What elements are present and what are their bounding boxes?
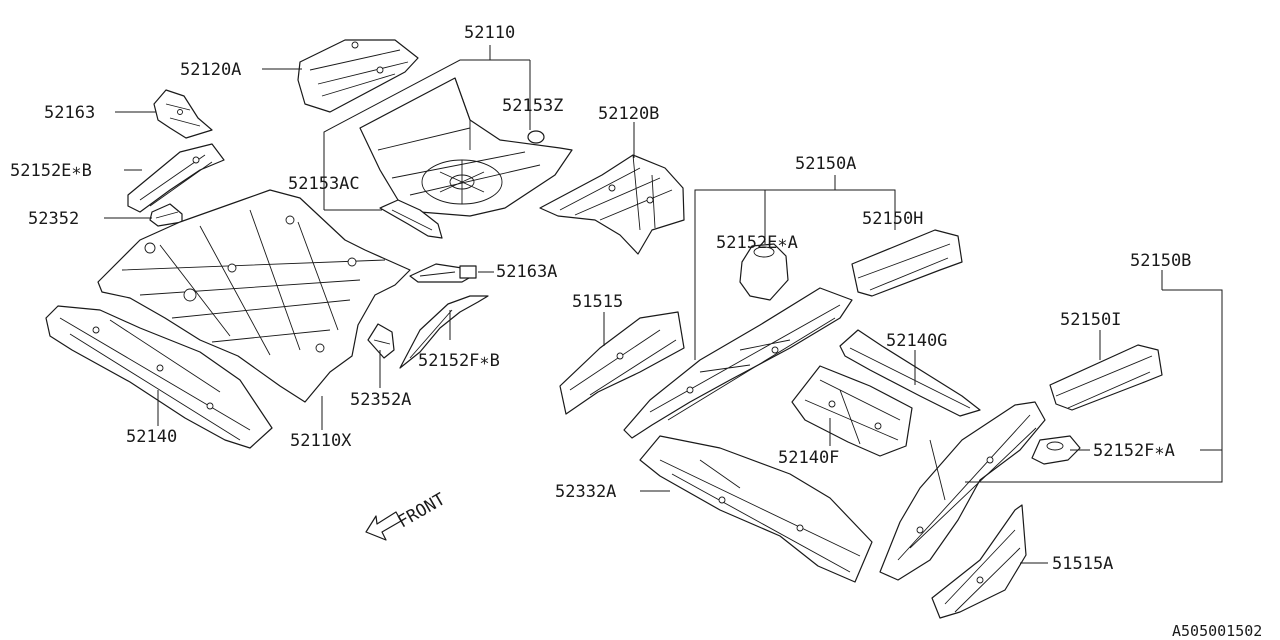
label-52332A: 52332A <box>555 482 616 502</box>
label-52150I: 52150I <box>1060 310 1121 330</box>
label-51515: 51515 <box>572 292 623 312</box>
part-52140 <box>45 305 273 449</box>
diagram-code: A505001502 <box>1172 622 1262 640</box>
part-52163 <box>153 89 213 139</box>
part-51515A <box>931 504 1027 619</box>
label-52163: 52163 <box>44 103 95 123</box>
part-52152EA <box>739 243 789 301</box>
label-52152F-A: 52152F∗A <box>1093 441 1175 461</box>
part-52120A <box>297 39 419 113</box>
part-labels: 52110 52120A 52163 52152E∗B 52352 52153Z… <box>10 23 1262 640</box>
label-52140G: 52140G <box>886 331 947 351</box>
label-52150A: 52150A <box>795 154 856 174</box>
part-52120B <box>539 154 685 255</box>
part-51515 <box>559 311 685 415</box>
label-52163A: 52163A <box>496 262 557 282</box>
label-52352: 52352 <box>28 209 79 229</box>
label-52120A: 52120A <box>180 60 241 80</box>
part-52150A <box>623 287 853 439</box>
part-52332A <box>639 435 873 583</box>
part-52140G <box>839 329 981 417</box>
label-52120B: 52120B <box>598 104 659 124</box>
label-52153AC: 52153AC <box>288 174 360 194</box>
part-52352A <box>367 323 395 359</box>
part-52150H <box>851 229 963 297</box>
part-52153Z <box>527 130 545 144</box>
part-52140F <box>791 365 913 457</box>
part-52152FB <box>399 295 489 369</box>
part-52150I <box>1049 344 1163 411</box>
front-arrow-icon <box>365 511 402 541</box>
part-52352 <box>149 203 183 227</box>
leader-lines <box>104 45 1223 564</box>
front-label: FRONT <box>395 489 449 532</box>
label-52352A: 52352A <box>350 390 411 410</box>
part-52150B <box>879 401 1046 581</box>
part-52163A <box>409 263 477 283</box>
part-52153AC <box>379 199 443 239</box>
label-52150H: 52150H <box>862 209 923 229</box>
label-52140: 52140 <box>126 427 177 447</box>
label-52152F-B: 52152F∗B <box>418 351 500 371</box>
part-52110X <box>97 189 411 403</box>
label-52140F: 52140F <box>778 448 839 468</box>
label-52110: 52110 <box>464 23 515 43</box>
part-52152EB <box>127 143 225 213</box>
label-52152E-B: 52152E∗B <box>10 161 92 181</box>
label-52153Z: 52153Z <box>502 96 563 116</box>
label-52150B: 52150B <box>1130 251 1191 271</box>
part-52152FA <box>1031 435 1081 465</box>
label-52110X: 52110X <box>290 431 352 451</box>
label-52152E-A: 52152E∗A <box>716 233 798 253</box>
label-51515A: 51515A <box>1052 554 1113 574</box>
